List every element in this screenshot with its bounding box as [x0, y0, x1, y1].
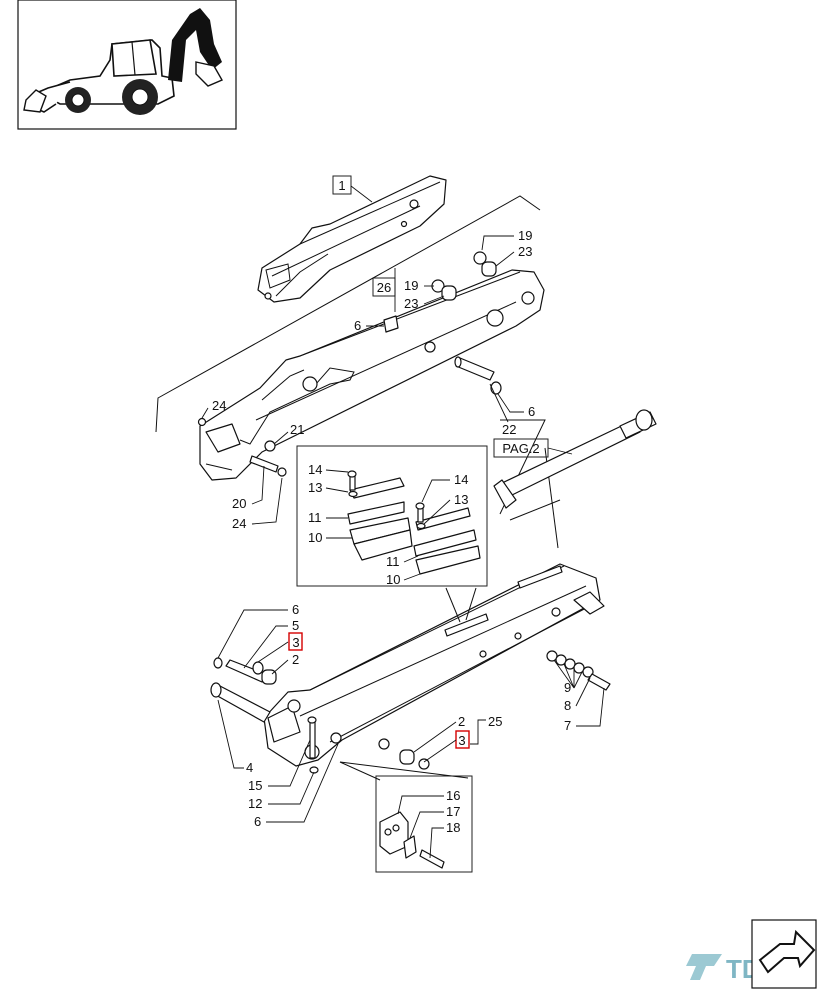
svg-text:16: 16: [446, 788, 460, 803]
callout-6a[interactable]: 6: [354, 318, 384, 333]
callout-14b[interactable]: 14: [421, 472, 468, 503]
callout-18[interactable]: 18: [429, 820, 460, 859]
callout-13b[interactable]: 13: [423, 492, 468, 525]
svg-text:25: 25: [488, 714, 502, 729]
svg-text:3: 3: [292, 635, 299, 650]
callout-2a[interactable]: 2: [271, 652, 299, 675]
dipper-boom[interactable]: [199, 269, 545, 481]
callout-10a[interactable]: 10: [308, 530, 352, 545]
svg-text:5: 5: [292, 618, 299, 633]
svg-text:3: 3: [458, 733, 465, 748]
svg-text:11: 11: [308, 510, 322, 525]
svg-text:14: 14: [454, 472, 468, 487]
callout-13a[interactable]: 13: [308, 480, 349, 495]
hydraulic-cylinder[interactable]: [493, 409, 657, 509]
callout-6d[interactable]: 6: [254, 743, 339, 829]
svg-text:17: 17: [446, 804, 460, 819]
callout-10b[interactable]: 10: [386, 572, 421, 587]
svg-text:2: 2: [292, 652, 299, 667]
svg-text:6: 6: [292, 602, 299, 617]
svg-text:15: 15: [248, 778, 262, 793]
highlight-box-3a: [288, 632, 303, 651]
callout-5[interactable]: 5: [243, 618, 299, 669]
callout-16[interactable]: 16: [397, 788, 460, 815]
callout-6b[interactable]: 6: [497, 393, 535, 419]
callout-7[interactable]: 7: [564, 687, 605, 733]
callout-11a[interactable]: 11: [308, 510, 348, 525]
next-page-arrow-icon[interactable]: [751, 919, 817, 989]
callout-19a[interactable]: 19: [481, 228, 532, 251]
svg-text:PAG.2: PAG.2: [502, 441, 539, 456]
svg-text:26: 26: [377, 280, 391, 295]
callout-15[interactable]: 15: [248, 739, 311, 793]
callout-pag2[interactable]: PAG.2: [493, 438, 573, 458]
callout-2b[interactable]: 2: [413, 714, 465, 753]
backhoe-loader-icon: [23, 8, 223, 115]
callout-17[interactable]: 17: [409, 804, 460, 839]
pins-lower-left[interactable]: [210, 657, 277, 723]
callout-1[interactable]: 1: [332, 175, 373, 203]
svg-text:6: 6: [254, 814, 261, 829]
machine-thumbnail[interactable]: [17, 0, 237, 130]
callout-24b[interactable]: 24: [232, 477, 283, 531]
svg-text:20: 20: [232, 496, 246, 511]
highlight-box-3b: [455, 730, 470, 749]
svg-text:24: 24: [212, 398, 226, 413]
svg-text:11: 11: [386, 554, 400, 569]
svg-text:23: 23: [404, 296, 418, 311]
bushings-2-3-lower[interactable]: [399, 749, 430, 770]
bolt-7-washers-9[interactable]: [546, 650, 611, 691]
block-detail-frame[interactable]: [375, 775, 473, 873]
detail-connector-lines: [339, 587, 477, 781]
svg-text:12: 12: [248, 796, 262, 811]
svg-text:21: 21: [290, 422, 304, 437]
svg-text:10: 10: [308, 530, 322, 545]
svg-text:10: 10: [386, 572, 400, 587]
callout-20[interactable]: 20: [232, 465, 265, 511]
callout-11b[interactable]: 11: [386, 554, 419, 569]
svg-text:1: 1: [338, 178, 345, 193]
bushings-19-23[interactable]: [383, 251, 497, 333]
svg-text:6: 6: [528, 404, 535, 419]
pin-20-and-washers[interactable]: [197, 417, 287, 477]
callout-19b[interactable]: 19: [404, 278, 434, 293]
svg-text:13: 13: [308, 480, 322, 495]
svg-text:2: 2: [458, 714, 465, 729]
svg-text:8: 8: [564, 698, 571, 713]
callout-8[interactable]: 8: [564, 677, 591, 713]
callout-9[interactable]: 9: [553, 659, 583, 695]
callout-6c[interactable]: 6: [217, 602, 299, 659]
tdc-logo-icon: [686, 954, 722, 980]
callout-26[interactable]: 26: [372, 268, 396, 312]
svg-text:19: 19: [404, 278, 418, 293]
callout-14a[interactable]: 14: [308, 462, 349, 477]
callout-24a[interactable]: 24: [201, 398, 226, 419]
lower-dipper-arm[interactable]: [263, 563, 605, 767]
callout-23a[interactable]: 23: [495, 244, 532, 267]
svg-text:19: 19: [518, 228, 532, 243]
callout-25[interactable]: 25: [470, 710, 509, 745]
callout-22[interactable]: 22: [489, 383, 516, 437]
svg-text:24: 24: [232, 516, 246, 531]
svg-text:14: 14: [308, 462, 322, 477]
svg-text:13: 13: [454, 492, 468, 507]
svg-text:6: 6: [354, 318, 361, 333]
pin-22[interactable]: [454, 356, 502, 395]
upper-boom-part-1[interactable]: [257, 175, 447, 303]
callout-3a[interactable]: 3: [257, 632, 303, 663]
callout-21[interactable]: 21: [273, 422, 304, 445]
wear-pad-detail-frame[interactable]: [296, 445, 488, 587]
svg-text:23: 23: [518, 244, 532, 259]
svg-text:18: 18: [446, 820, 460, 835]
callout-4[interactable]: 4: [217, 699, 253, 775]
svg-text:9: 9: [564, 680, 571, 695]
svg-text:4: 4: [246, 760, 253, 775]
callout-12[interactable]: 12: [248, 771, 315, 811]
svg-text:7: 7: [564, 718, 571, 733]
callout-3b[interactable]: 3: [423, 730, 470, 763]
svg-text:22: 22: [502, 422, 516, 437]
callout-23b[interactable]: 23: [404, 295, 445, 311]
